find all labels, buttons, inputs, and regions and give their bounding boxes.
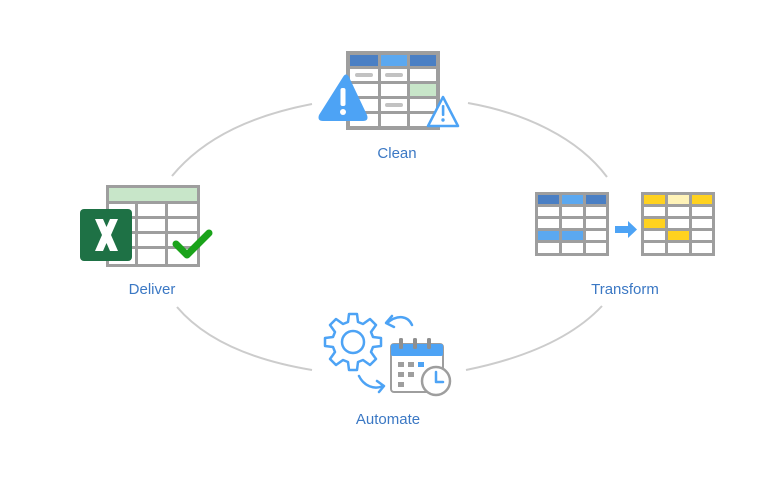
stage-transform-icon-group	[535, 192, 715, 256]
warning-outline-icon	[426, 95, 460, 128]
arrow-right-icon	[615, 221, 637, 238]
stage-label-transform: Transform	[591, 281, 659, 298]
spreadsheet-icon	[346, 51, 440, 130]
blue-table-icon	[535, 192, 609, 256]
stage-label-clean: Clean	[377, 145, 417, 162]
gear-icon	[323, 312, 383, 372]
connector-transform-automate	[465, 305, 603, 371]
connector-automate-deliver	[176, 306, 313, 371]
stage-label-automate: Automate	[355, 411, 421, 428]
stage-clean-icon-group	[318, 51, 460, 130]
connector-deliver-clean	[171, 103, 313, 177]
yellow-table-icon	[641, 192, 715, 256]
warning-icon	[318, 74, 368, 121]
excel-logo-icon	[80, 209, 132, 261]
stage-label-deliver: Deliver	[128, 281, 176, 298]
stage-automate-icon-group	[323, 312, 452, 397]
stage-deliver-icon-group	[80, 185, 213, 267]
connector-clean-transform	[467, 102, 608, 178]
cycle-connectors	[171, 102, 608, 371]
clock-icon	[420, 365, 452, 397]
checkmark-icon	[172, 229, 213, 259]
refresh-arrows-icon	[357, 314, 414, 394]
